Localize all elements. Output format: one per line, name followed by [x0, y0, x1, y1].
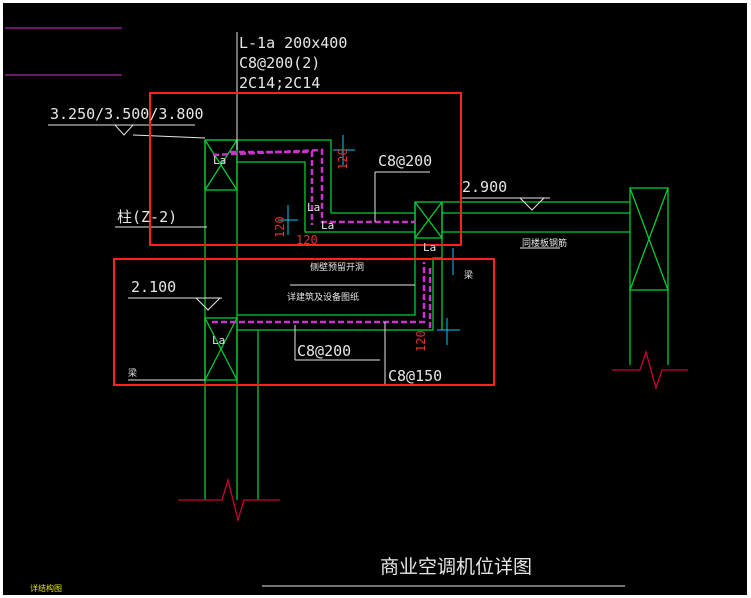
right-column-box	[629, 187, 669, 291]
la-label-3: La	[321, 219, 334, 232]
elevation-mid-label: 2.900	[462, 178, 507, 196]
dim-120-d: 120	[414, 330, 428, 352]
lower-rebar-outer	[212, 262, 426, 324]
column-ref-label: 柱(Z-2)	[117, 208, 177, 226]
dim-120-a: 120	[336, 148, 350, 170]
column-box-middle-diag-b	[414, 201, 443, 239]
axis-break-left	[178, 477, 280, 523]
la-label-2: La	[307, 201, 320, 214]
corner-note: 详结构图	[30, 583, 62, 593]
lower-shelf-inner	[237, 290, 416, 316]
drawing-background	[3, 3, 747, 595]
stirrup-upper-label: C8@200	[378, 152, 432, 170]
upper-upstand-outer	[205, 139, 415, 214]
column-box-lower-diag-b	[204, 317, 238, 381]
la-label-4: La	[423, 241, 436, 254]
beam-name-label: L-1a 200x400	[239, 34, 347, 52]
note-steel-plate: 同楼板钢筋	[522, 237, 567, 249]
elevation-low-label: 2.100	[131, 278, 176, 296]
dim-120-c: 120	[296, 233, 318, 247]
beam-stirrup-label: C8@200(2)	[239, 54, 320, 72]
right-column-diag-b	[629, 187, 669, 291]
column-box-upper-diag-b	[204, 139, 238, 191]
note-opening: 侧壁预留开洞	[310, 261, 364, 273]
elev-mid-arrow	[519, 197, 545, 211]
highlight-box-lower	[113, 258, 495, 386]
axis-break-right	[612, 349, 688, 391]
elev-top-arrow	[114, 124, 134, 136]
note-beam-left: 梁	[128, 367, 137, 379]
elev-low-arrow	[195, 297, 221, 311]
concrete-outlines	[204, 139, 669, 500]
column-box-upper	[204, 139, 238, 191]
rebar-lines	[212, 148, 432, 328]
stirrup-lower-left-label: C8@200	[297, 342, 351, 360]
la-label-5: La	[212, 334, 225, 347]
elevation-top-label: 3.250/3.500/3.800	[50, 105, 204, 123]
note-beam-right: 梁	[464, 269, 473, 281]
beam-bars-label: 2C14;2C14	[239, 74, 320, 92]
upper-rebar-inner	[230, 150, 314, 225]
note-building: 详建筑及设备图纸	[287, 291, 359, 303]
dim-120-b: 120	[273, 216, 287, 238]
upper-upstand-inner	[237, 161, 415, 233]
stirrup-lower-right-label: C8@150	[388, 367, 442, 385]
la-label-1: La	[213, 154, 226, 167]
elev-top-leader	[132, 134, 206, 139]
dimension-markers	[278, 135, 460, 345]
column-box-lower	[204, 317, 238, 381]
drawing-title: 商业空调机位详图	[380, 556, 532, 578]
highlight-box-upper	[149, 92, 462, 246]
